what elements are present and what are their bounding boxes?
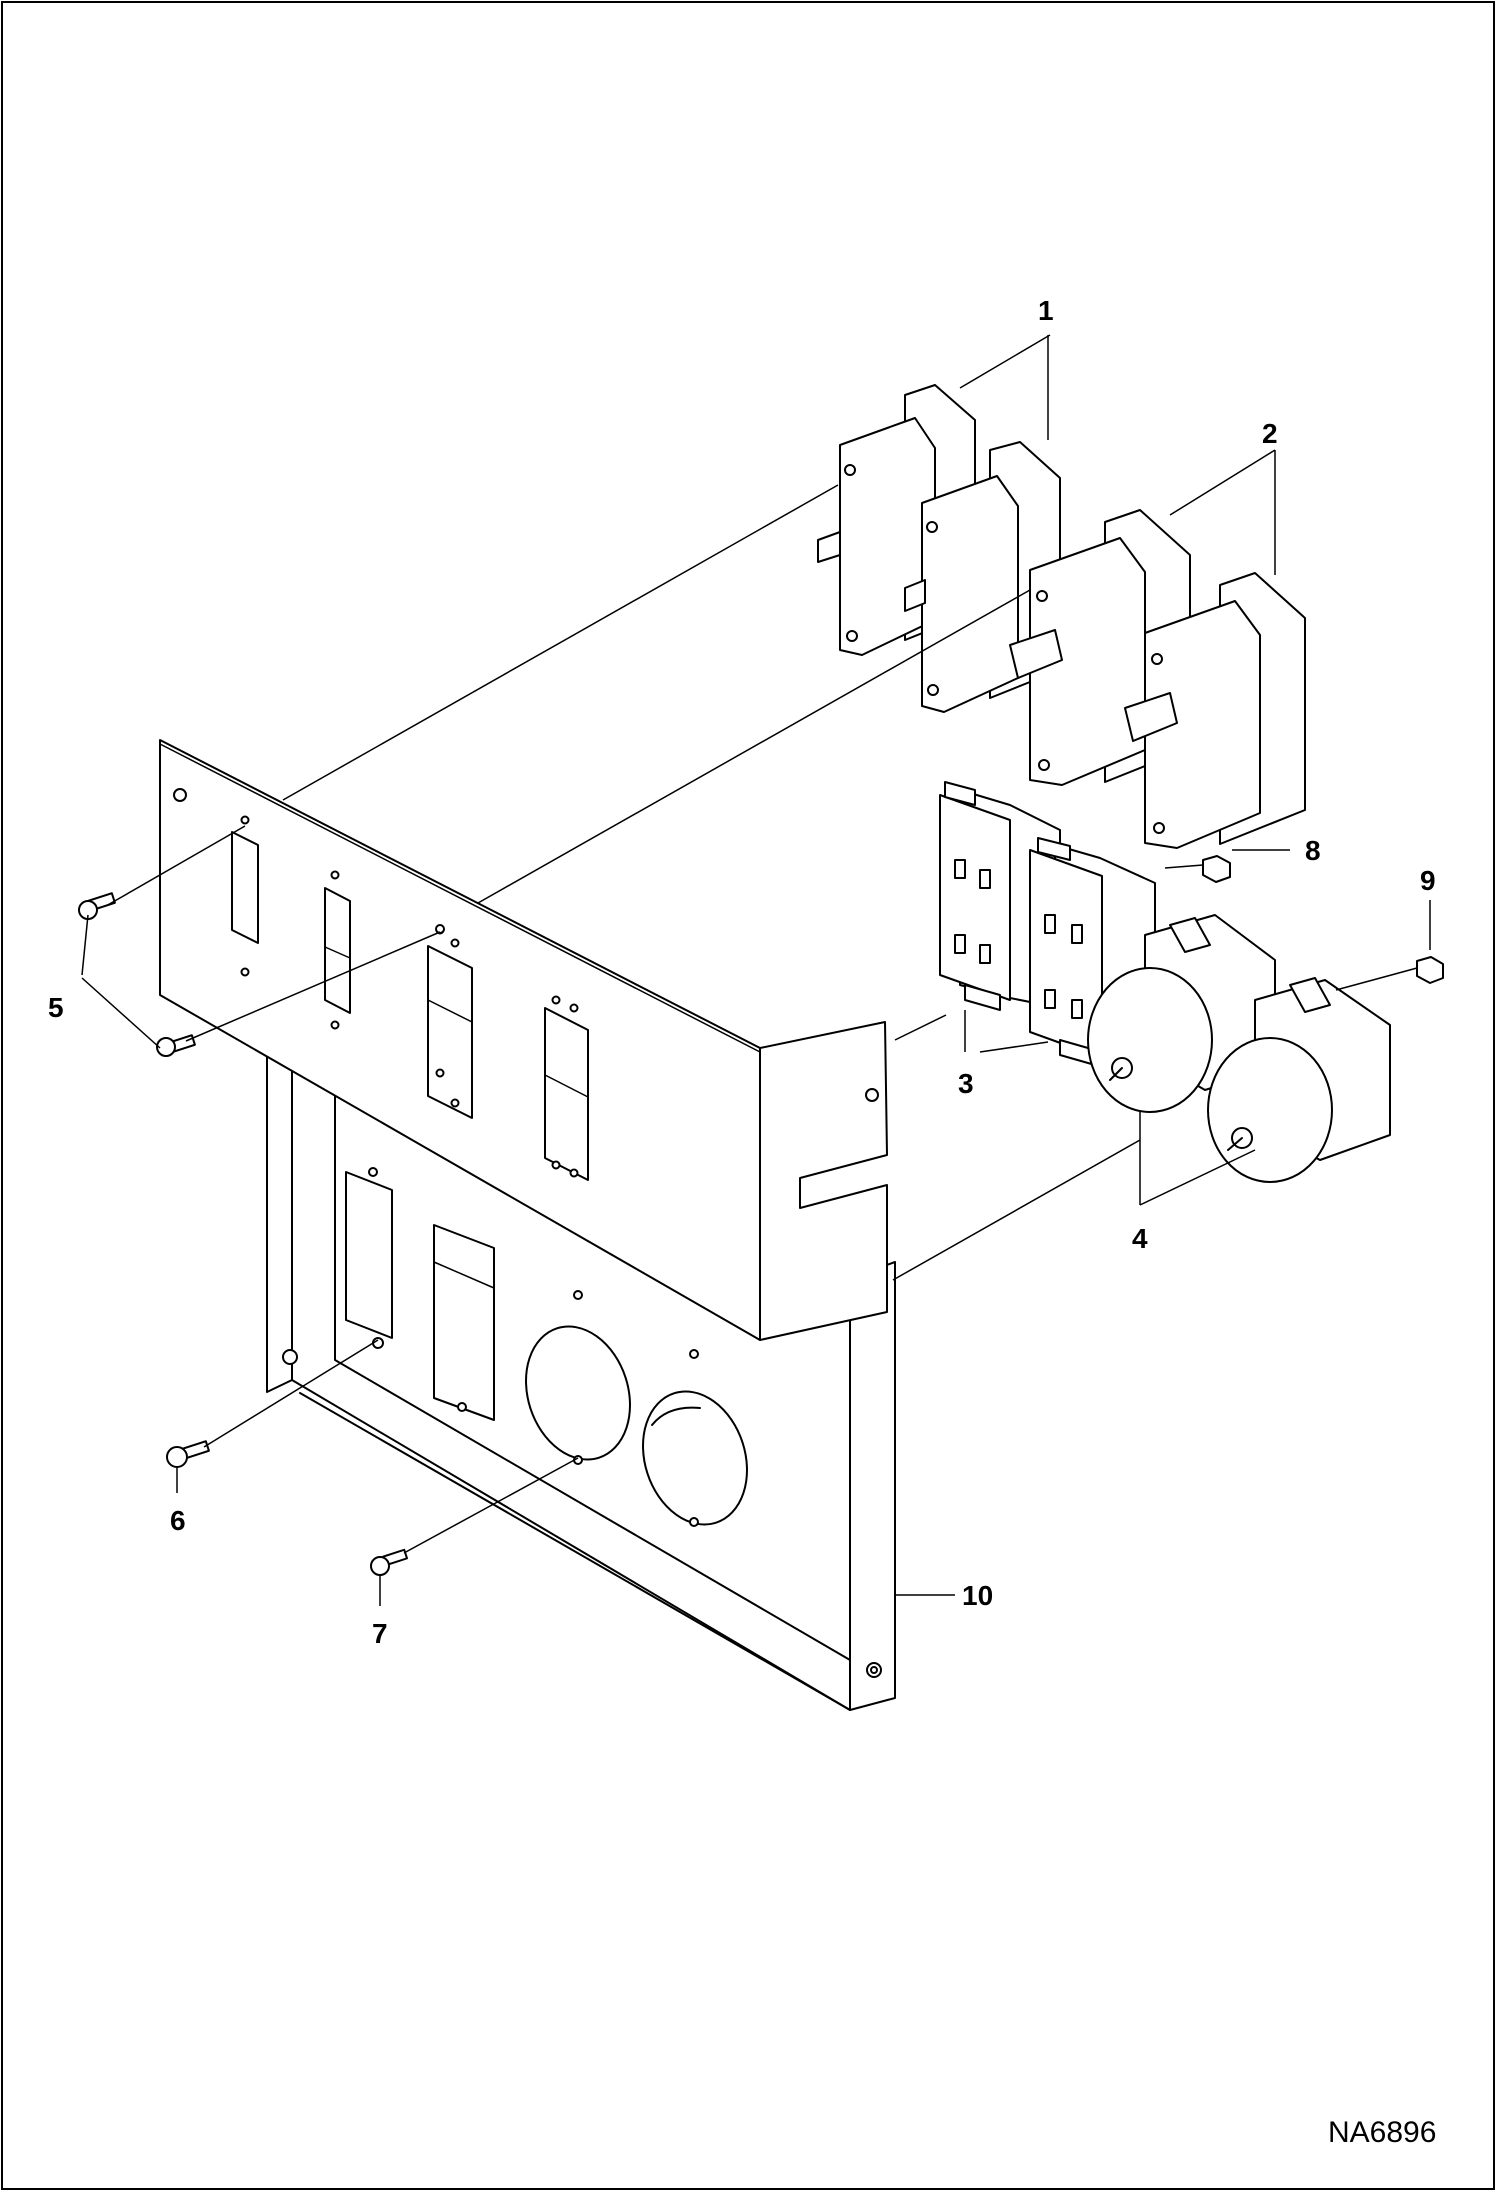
callout-8: 8 <box>1305 835 1321 866</box>
callout-5: 5 <box>48 992 64 1023</box>
hex-nut-8 <box>1202 855 1231 883</box>
assembly-lines <box>105 484 1418 1554</box>
screw-7 <box>370 1548 409 1576</box>
callout-9: 9 <box>1420 865 1436 896</box>
callout-7: 7 <box>372 1618 388 1649</box>
screw-6 <box>166 1440 210 1468</box>
drawing-code: NA6896 <box>1328 2116 1436 2149</box>
callout-3: 3 <box>958 1068 974 1099</box>
screw-5-upper <box>78 892 116 920</box>
callout-2: 2 <box>1262 418 1278 449</box>
screw-5-lower <box>156 1034 196 1057</box>
hex-nut-9 <box>1416 956 1444 984</box>
callout-1: 1 <box>1038 295 1054 326</box>
twist-lock-receptacle-b <box>1207 977 1391 1183</box>
callout-6: 6 <box>170 1505 186 1536</box>
circuit-breaker-2b <box>1124 572 1306 849</box>
callout-leaders <box>81 334 1431 1606</box>
callout-10: 10 <box>962 1580 993 1611</box>
upper-mounting-bracket <box>159 739 888 1341</box>
callout-4: 4 <box>1132 1223 1148 1254</box>
